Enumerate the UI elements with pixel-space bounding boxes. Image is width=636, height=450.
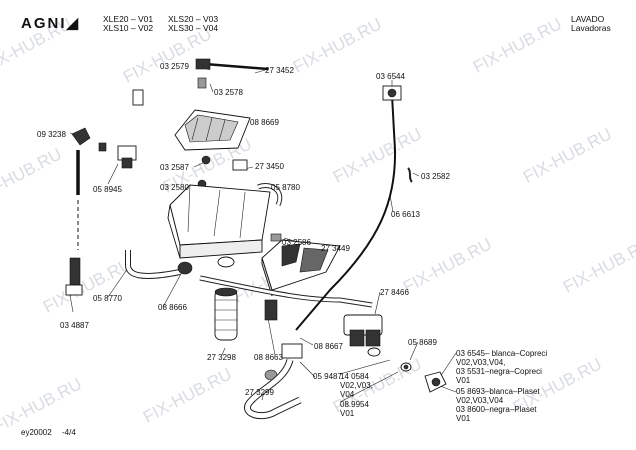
part-label: 27 3452 [265, 66, 294, 75]
filter-059487 [264, 343, 303, 381]
connector-036544 [382, 85, 402, 101]
solenoid-valve-278466 [343, 314, 383, 357]
note-right-line: V02,V03,V04 [456, 396, 504, 405]
hose-clamp-top [132, 89, 144, 106]
note-middle-line: V01 [340, 409, 355, 418]
part-label: 08 8666 [158, 303, 187, 312]
bracket-032578 [197, 77, 207, 89]
valve-058945 [117, 145, 137, 169]
ring-small [98, 142, 107, 152]
part-273450 [232, 159, 248, 171]
note-middle-line: V04 [340, 390, 355, 399]
part-label: 05 8780 [271, 183, 300, 192]
note-middle-line: V02,V03, [340, 381, 373, 390]
drawer-housing [174, 109, 251, 151]
part-label: 03 2578 [214, 88, 243, 97]
clip-032586 [270, 233, 282, 242]
note-right-line: 05 8693–blanca–Plaset [456, 387, 540, 396]
footer-page: -4/4 [62, 428, 76, 437]
subcategory-label: Lavadoras [571, 23, 611, 33]
model-xle20: XLE20 – V01 [103, 14, 154, 24]
part-label: 06 6613 [391, 210, 420, 219]
part-label: 03 6544 [376, 72, 405, 81]
model-xls30: XLS30 – V04 [168, 23, 219, 33]
clamp-088666 [177, 261, 193, 275]
detergent-drawer [261, 239, 341, 297]
note-right-line: 03 6545– blanca–Copreci [456, 349, 548, 358]
brand-slash-icon: ◢ [66, 15, 81, 32]
part-label: 03 2580 [160, 183, 189, 192]
part-label: 09 3238 [37, 130, 66, 139]
category-label: LAVADO [571, 14, 605, 24]
note-right-line: V02,V03,V04, [456, 358, 506, 367]
part-label: 03 2579 [160, 62, 189, 71]
part-label: 05 8945 [93, 185, 122, 194]
note-middle-line: 14 0584 [340, 372, 369, 381]
brand-text: AGNI [21, 15, 67, 32]
clip-032582 [407, 167, 413, 183]
part-label: 27 3298 [207, 353, 236, 362]
part-label: 03 2586 [282, 238, 311, 247]
part-label: 27 8466 [380, 288, 409, 297]
footer-code: ey20002 [21, 428, 52, 437]
connector-032579 [195, 58, 211, 70]
note-right-line: V01 [456, 376, 471, 385]
fill-hose-inner [137, 74, 176, 267]
part-label: 03 4887 [60, 321, 89, 330]
part-label: 27 3449 [321, 244, 350, 253]
brand-logo: AGNI◢ [21, 14, 80, 32]
note-middle-line: 08.9954 [340, 400, 369, 409]
part-label: 05 9487 [313, 372, 342, 381]
part-label: 27 3299 [245, 388, 274, 397]
note-right-line: V01 [456, 414, 471, 423]
part-label: 03 2587 [160, 163, 189, 172]
clip-032587 [201, 155, 211, 165]
clamp-088663 [264, 299, 278, 321]
part-label: 27 3450 [255, 162, 284, 171]
part-label: 05 8689 [408, 338, 437, 347]
pressure-switch-034887 [65, 257, 83, 296]
note-right-line: 03 8600–negra–Plaset [456, 405, 537, 414]
valve-variant [424, 371, 447, 393]
sump-hose-273298 [214, 287, 238, 341]
wire-066613 [295, 94, 397, 331]
model-xls10: XLS10 – V02 [103, 23, 154, 33]
part-label: 08 8663 [254, 353, 283, 362]
elbow-093238 [71, 127, 91, 146]
model-xls20: XLS20 – V03 [168, 14, 219, 24]
part-label: 08 8669 [250, 118, 279, 127]
drawer-box [167, 184, 271, 268]
note-right-line: 03 5531–negra–Copreci [456, 367, 542, 376]
part-label: 03 2582 [421, 172, 450, 181]
part-label: 08 8667 [314, 342, 343, 351]
part-label: 05 8770 [93, 294, 122, 303]
